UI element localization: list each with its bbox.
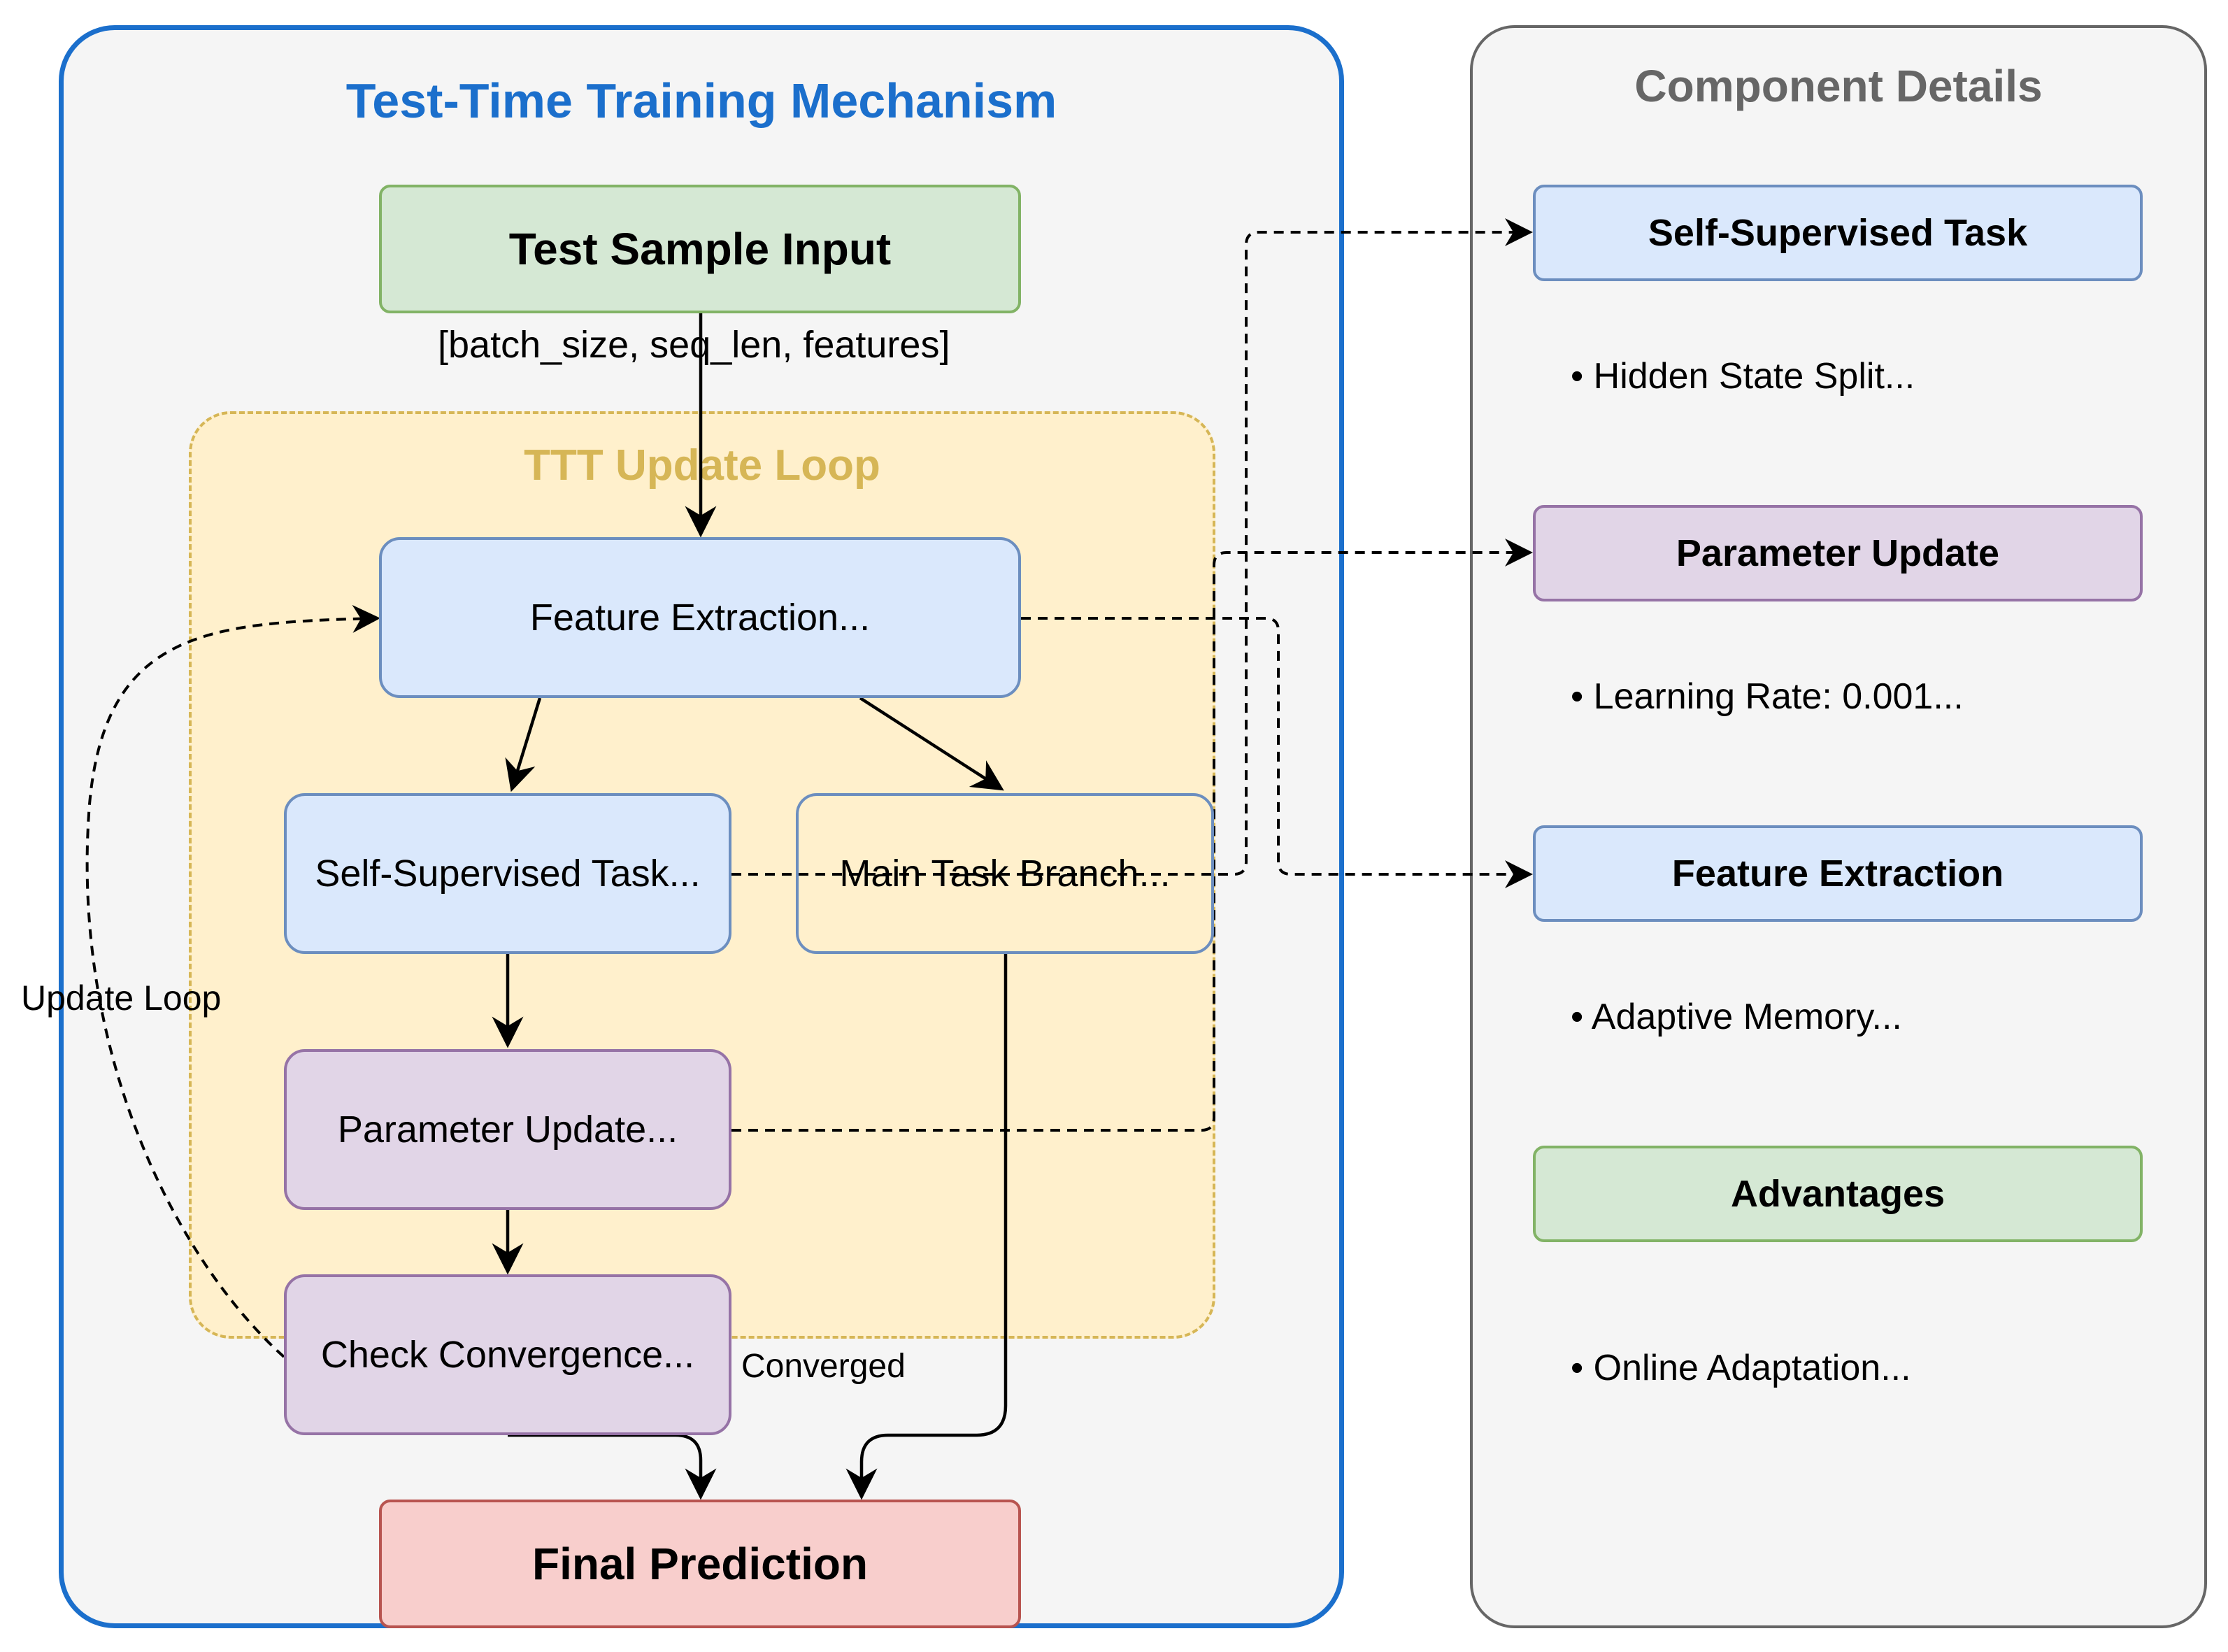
converged-label: Converged xyxy=(741,1348,906,1385)
feature-extraction-node: Feature Extraction... xyxy=(379,537,1021,698)
self-supervised-task-node: Self-Supervised Task... xyxy=(284,793,731,954)
detail-parameter-update-bullet: • Learning Rate: 0.001... xyxy=(1571,676,1964,717)
parameter-update-node: Parameter Update... xyxy=(284,1049,731,1210)
check-convergence-node: Check Convergence... xyxy=(284,1274,731,1435)
detail-advantages-header: Advantages xyxy=(1533,1146,2143,1242)
edge-param-to-detail xyxy=(731,539,1533,1132)
detail-self-supervised-task-header: Self-Supervised Task xyxy=(1533,185,2143,281)
edge-maintask-to-final xyxy=(845,954,1008,1500)
edge-feature-to-selfsup xyxy=(505,697,542,792)
input-shape-label: [batch_size, seq_len, features] xyxy=(438,324,950,366)
detail-self-supervised-task-bullet: • Hidden State Split... xyxy=(1571,356,1915,397)
edge-feature-to-detail xyxy=(1021,617,1533,888)
test-sample-input-node: Test Sample Input xyxy=(379,185,1021,313)
update-loop-label: Update Loop xyxy=(21,978,222,1018)
details-title: Component Details xyxy=(1634,61,2043,111)
detail-feature-extraction-header: Feature Extraction xyxy=(1533,825,2143,922)
main-task-branch-node: Main Task Branch... xyxy=(796,793,1214,954)
edge-feature-to-maintask xyxy=(859,697,1004,791)
detail-feature-extraction-bullet: • Adaptive Memory... xyxy=(1571,997,1902,1037)
edge-update-loop xyxy=(85,604,380,1358)
final-prediction-node: Final Prediction xyxy=(379,1500,1021,1628)
mechanism-title: Test-Time Training Mechanism xyxy=(345,73,1057,128)
edge-converge-to-final xyxy=(508,1433,717,1500)
detail-parameter-update-header: Parameter Update xyxy=(1533,505,2143,601)
detail-advantages-bullet: • Online Adaptation... xyxy=(1571,1348,1911,1388)
